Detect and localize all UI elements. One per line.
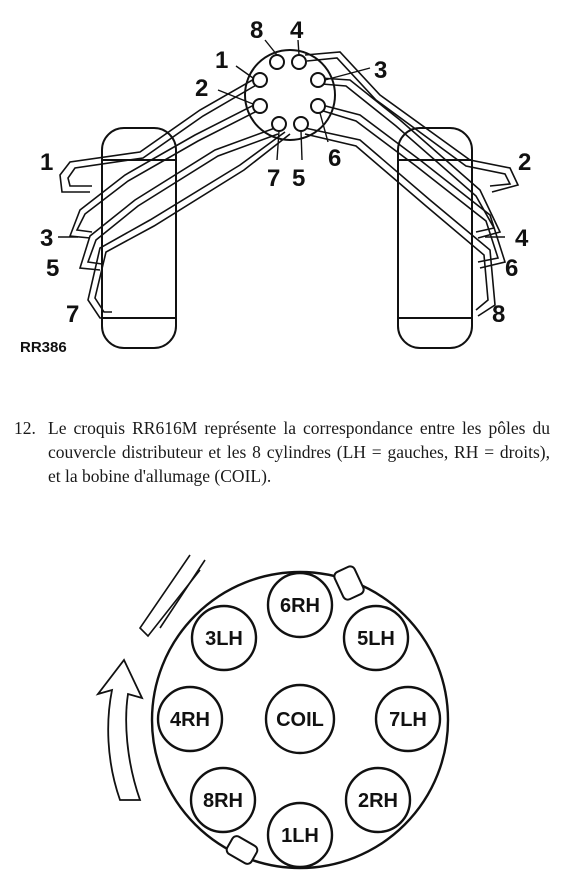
terminal-7lh [374, 685, 442, 753]
instruction-step: 12. Le croquis RR616M représente la corr… [14, 416, 550, 488]
cap-clip-bottom [225, 835, 259, 865]
terminal-label-8rh: 8RH [203, 790, 243, 812]
cap-label-8: 8 [250, 17, 263, 44]
cap-terminal-5 [293, 116, 309, 132]
terminal-label-1lh: 1LH [281, 825, 319, 847]
terminal-2rh [344, 766, 412, 834]
distributor-cap [244, 49, 336, 141]
terminal-label-3lh: 3LH [205, 628, 243, 650]
left-label-7: 7 [66, 301, 79, 328]
terminal-label-2rh: 2RH [358, 790, 398, 812]
cap-label-3: 3 [374, 57, 387, 84]
terminal-5lh [342, 604, 410, 672]
left-label-5: 5 [46, 255, 59, 282]
terminal-label-4rh: 4RH [170, 709, 210, 731]
cap-label-6: 6 [328, 145, 341, 172]
left-cylinder-bank [101, 127, 177, 349]
terminal-label-coil: COIL [276, 709, 324, 731]
cap-label-1: 1 [215, 47, 228, 74]
right-label-8: 8 [492, 301, 505, 328]
step-number: 12. [14, 418, 36, 438]
terminal-4rh [156, 685, 224, 753]
cap-label-5: 5 [292, 165, 305, 192]
right-cylinder-bank [397, 127, 473, 349]
terminal-label-5lh: 5LH [357, 628, 395, 650]
cap-terminal-4 [291, 54, 307, 70]
cap-label-7: 7 [267, 165, 280, 192]
terminal-6rh [266, 571, 334, 639]
ht-lead-routing-diagram: 8 4 1 3 2 6 7 5 1 3 5 7 2 4 6 8 RR386 [20, 17, 531, 356]
cap-terminal-3 [310, 72, 326, 88]
rotation-arrow [95, 658, 144, 801]
cap-clip-top [333, 565, 365, 601]
cap-terminal-2 [252, 98, 268, 114]
left-label-1: 1 [40, 149, 53, 176]
terminal-8rh [189, 766, 257, 834]
terminal-1lh [266, 801, 334, 869]
terminal-coil [264, 683, 336, 755]
distributor-cap-terminal-map: 6RH 5LH 7LH 2RH 1LH 8RH 4RH 3LH COIL [95, 554, 450, 870]
cap-terminal-8 [269, 54, 285, 70]
right-label-4: 4 [515, 225, 529, 252]
terminal-label-6rh: 6RH [280, 595, 320, 617]
cap-label-2: 2 [195, 75, 208, 102]
terminal-label-7lh: 7LH [389, 709, 427, 731]
cap-terminal-7 [271, 116, 287, 132]
cap-terminal-6 [310, 98, 326, 114]
terminal-3lh [190, 604, 258, 672]
figure-ref-rr386: RR386 [20, 339, 67, 356]
step-text: Le croquis RR616M représente la correspo… [48, 418, 550, 486]
cap-terminal-1 [252, 72, 268, 88]
right-label-2: 2 [518, 149, 531, 176]
right-label-6: 6 [505, 255, 518, 282]
left-label-3: 3 [40, 225, 53, 252]
cap-label-4: 4 [290, 17, 304, 44]
